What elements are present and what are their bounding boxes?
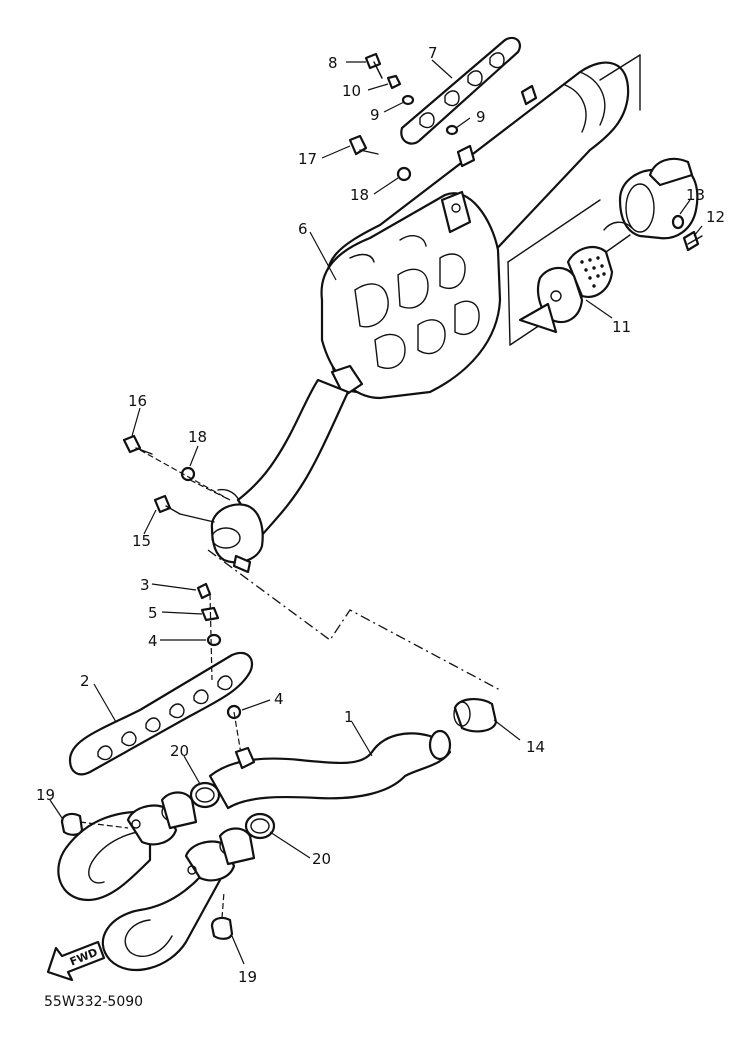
callout-18b: 18 bbox=[188, 428, 207, 446]
callout-8: 8 bbox=[328, 54, 338, 72]
callout-14: 14 bbox=[526, 738, 545, 756]
spark-arrester-assembly bbox=[507, 54, 703, 346]
drawing-code: 55W332-5090 bbox=[44, 994, 143, 1010]
callout-11: 11 bbox=[612, 318, 631, 336]
fasteners-top bbox=[348, 52, 459, 182]
callout-20: 20 bbox=[170, 742, 189, 760]
muffler-inlet-pipe bbox=[210, 378, 350, 574]
callout-5: 5 bbox=[148, 604, 158, 622]
callout-19: 19 bbox=[36, 786, 55, 804]
fwd-arrow-icon: FWD bbox=[46, 940, 106, 982]
callout-3: 3 bbox=[140, 576, 150, 594]
callout-9: 9 bbox=[370, 106, 380, 124]
callout-2: 2 bbox=[80, 672, 90, 690]
callout-20b: 20 bbox=[312, 850, 331, 868]
callout-16: 16 bbox=[128, 392, 147, 410]
callout-15: 15 bbox=[132, 532, 151, 550]
callout-12: 12 bbox=[706, 208, 725, 226]
callout-numbers: 1 2 3 4 4 5 6 7 8 9 9 10 11 12 13 14 15 … bbox=[36, 44, 725, 986]
connector-line-upper bbox=[207, 549, 501, 691]
muffler bbox=[320, 61, 630, 400]
fasteners-inlet bbox=[122, 434, 231, 523]
heat-protector-upper bbox=[400, 36, 522, 145]
callout-6: 6 bbox=[298, 220, 308, 238]
heat-protector-lower bbox=[68, 651, 254, 776]
callout-18: 18 bbox=[350, 186, 369, 204]
callout-10: 10 bbox=[342, 82, 361, 100]
perforations bbox=[580, 256, 606, 288]
callout-leaders bbox=[49, 59, 703, 965]
callout-13: 13 bbox=[686, 186, 705, 204]
callout-9b: 9 bbox=[476, 108, 486, 126]
exhaust-pipe bbox=[57, 729, 452, 972]
callout-7: 7 bbox=[428, 44, 438, 62]
callout-1: 1 bbox=[344, 708, 354, 726]
callout-19b: 19 bbox=[238, 968, 257, 986]
callout-4b: 4 bbox=[274, 690, 284, 708]
callout-17: 17 bbox=[298, 150, 317, 168]
callout-4: 4 bbox=[148, 632, 158, 650]
